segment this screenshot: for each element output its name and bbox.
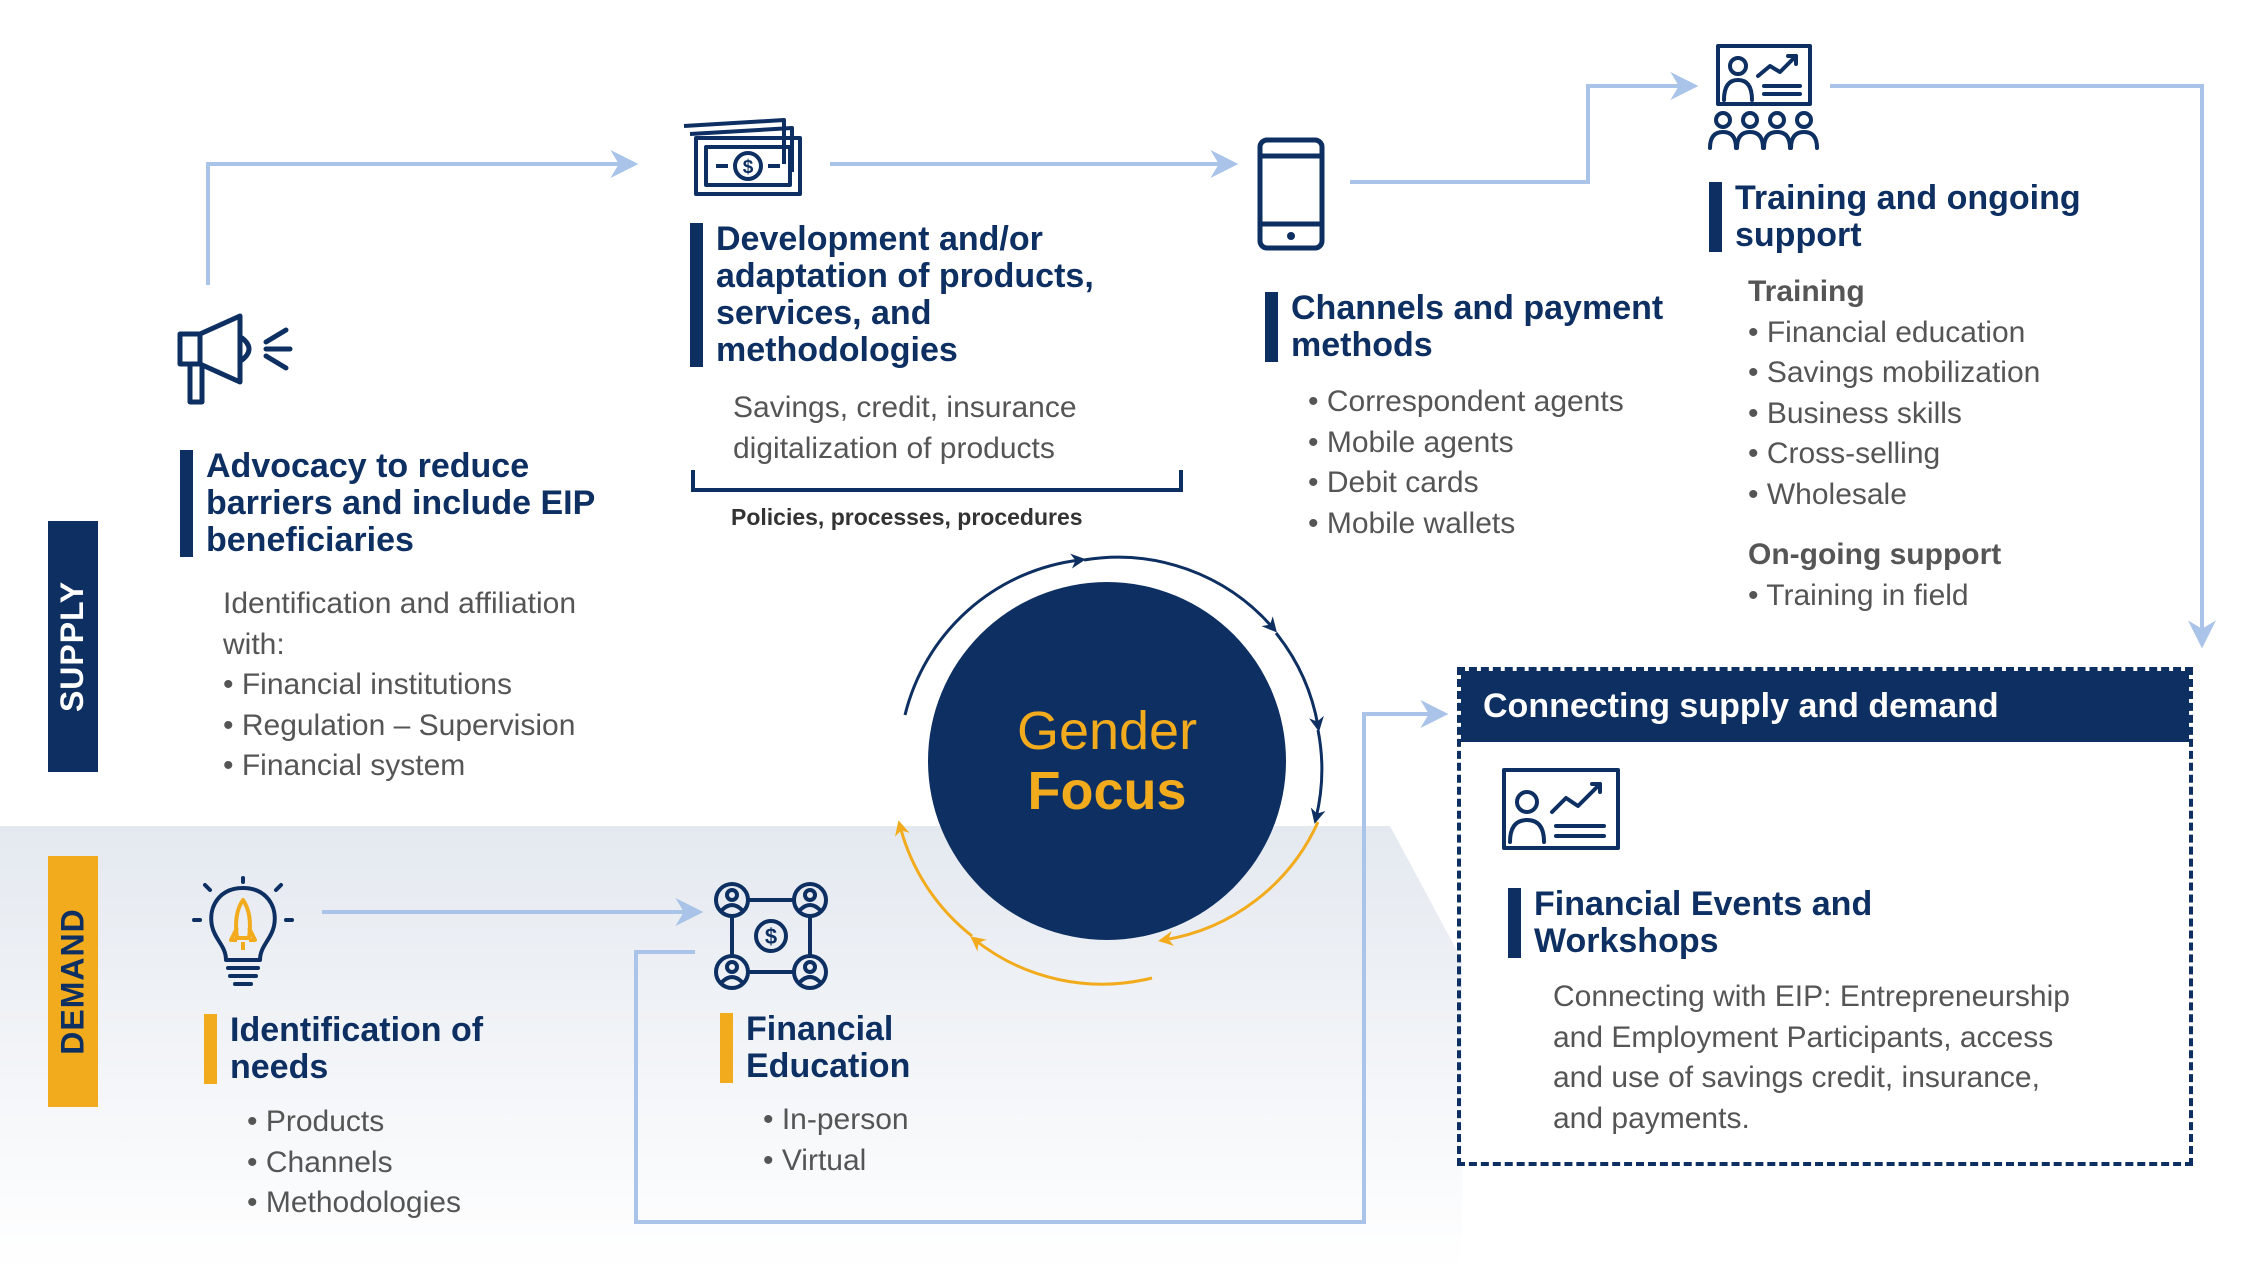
workshops-line: and payments.: [1553, 1101, 1750, 1135]
supply-label: SUPPLY: [48, 521, 98, 772]
education-item: • In-person: [763, 1103, 909, 1136]
svg-text:$: $: [765, 924, 777, 949]
gender-focus-line1: Gender: [1016, 701, 1198, 761]
money-bills-icon: $: [683, 118, 802, 196]
connecting-header: Connecting supply and demand: [1461, 671, 2189, 742]
channels-item: • Mobile wallets: [1308, 506, 1516, 540]
gender-focus-line2: Focus: [1027, 761, 1187, 821]
training-item: • Financial education: [1748, 315, 2026, 349]
smartphone-icon: [1257, 137, 1325, 251]
cycle-arrow-6: [970, 936, 1153, 986]
cycle-arrow-7: [894, 820, 973, 938]
advocacy-line: Identification and affiliation: [223, 587, 577, 620]
development-title: Development and/or adaptation of product…: [690, 221, 1176, 369]
workshops-line: Connecting with EIP: Entrepreneurship: [1553, 980, 2070, 1013]
connecting-box: Connecting supply and demand: [1457, 667, 2193, 1166]
cycle-arrow-1: [903, 553, 1086, 716]
advocacy-body: Identification and affiliation with: • F…: [223, 584, 576, 787]
education-list: • In-person • Virtual: [763, 1100, 909, 1181]
channels-item: • Mobile agents: [1308, 425, 1514, 459]
advocacy-line: • Regulation – Supervision: [223, 708, 576, 742]
arrow-training-to-connecting: [1830, 84, 2216, 649]
channels-item: • Correspondent agents: [1308, 385, 1624, 418]
channels-item: • Debit cards: [1308, 466, 1479, 499]
needs-item: • Channels: [247, 1145, 393, 1179]
advocacy-line: • Financial system: [223, 749, 466, 782]
needs-item: • Products: [247, 1105, 385, 1138]
demand-label: DEMAND: [48, 856, 98, 1107]
workshops-body: Connecting with EIP: Entrepreneurship an…: [1553, 977, 2070, 1139]
cycle-arrow-4: [1310, 729, 1326, 824]
education-title: Financial Education: [720, 1011, 1006, 1085]
workshop-presenter-icon: [1502, 768, 1620, 850]
channels-title: Channels and payment methods: [1265, 290, 1691, 364]
megaphone-icon: [177, 313, 293, 405]
needs-title: Identification of needs: [204, 1012, 530, 1086]
development-body: Savings, credit, insurance digitalizatio…: [733, 388, 1077, 469]
support-heading: On-going support: [1748, 538, 2002, 571]
training-item: • Business skills: [1748, 396, 1962, 430]
development-line: Savings, credit, insurance: [733, 391, 1077, 424]
arrow-advocacy-to-development: [206, 150, 639, 285]
svg-text:$: $: [743, 157, 754, 178]
support-item: • Training in field: [1748, 578, 1969, 612]
cycle-arrow-5: [1158, 821, 1320, 946]
workshops-title: Financial Events and Workshops: [1508, 886, 1934, 960]
education-item: • Virtual: [763, 1143, 867, 1177]
training-title: Training and ongoing support: [1709, 180, 2195, 254]
arrow-channels-to-training: [1350, 72, 1699, 184]
advocacy-title: Advocacy to reduce barriers and include …: [180, 448, 626, 559]
workshops-line: and use of savings credit, insurance,: [1553, 1061, 2040, 1094]
supply-label-text: SUPPLY: [54, 580, 91, 713]
training-body: Training • Financial education • Savings…: [1748, 272, 2040, 616]
policies-bracket: [691, 470, 1183, 492]
workshops-line: and Employment Participants, access: [1553, 1020, 2054, 1054]
needs-item: • Methodologies: [247, 1186, 461, 1219]
advocacy-line: with:: [223, 627, 285, 661]
people-network-dollar-icon: $: [714, 882, 828, 990]
demand-label-text: DEMAND: [54, 908, 91, 1055]
spacer: [1748, 515, 2040, 535]
presentation-audience-icon: [1708, 44, 1819, 150]
lightbulb-rocket-icon: [192, 876, 294, 986]
training-heading: Training: [1748, 275, 1865, 308]
training-item: • Savings mobilization: [1748, 356, 2041, 389]
cycle-arrow-2: [1083, 555, 1277, 633]
cycle-arrow-3: [1274, 632, 1324, 732]
training-item: • Wholesale: [1748, 477, 1907, 511]
training-item: • Cross-selling: [1748, 437, 1941, 470]
advocacy-line: • Financial institutions: [223, 668, 512, 701]
policies-label: Policies, processes, procedures: [731, 504, 1083, 530]
needs-list: • Products • Channels • Methodologies: [247, 1102, 461, 1224]
arrow-education-to-connecting: [634, 700, 1449, 1224]
channels-list: • Correspondent agents • Mobile agents •…: [1308, 382, 1624, 544]
development-line: digitalization of products: [733, 431, 1055, 465]
gender-focus-circle: Gender Focus: [928, 582, 1286, 940]
